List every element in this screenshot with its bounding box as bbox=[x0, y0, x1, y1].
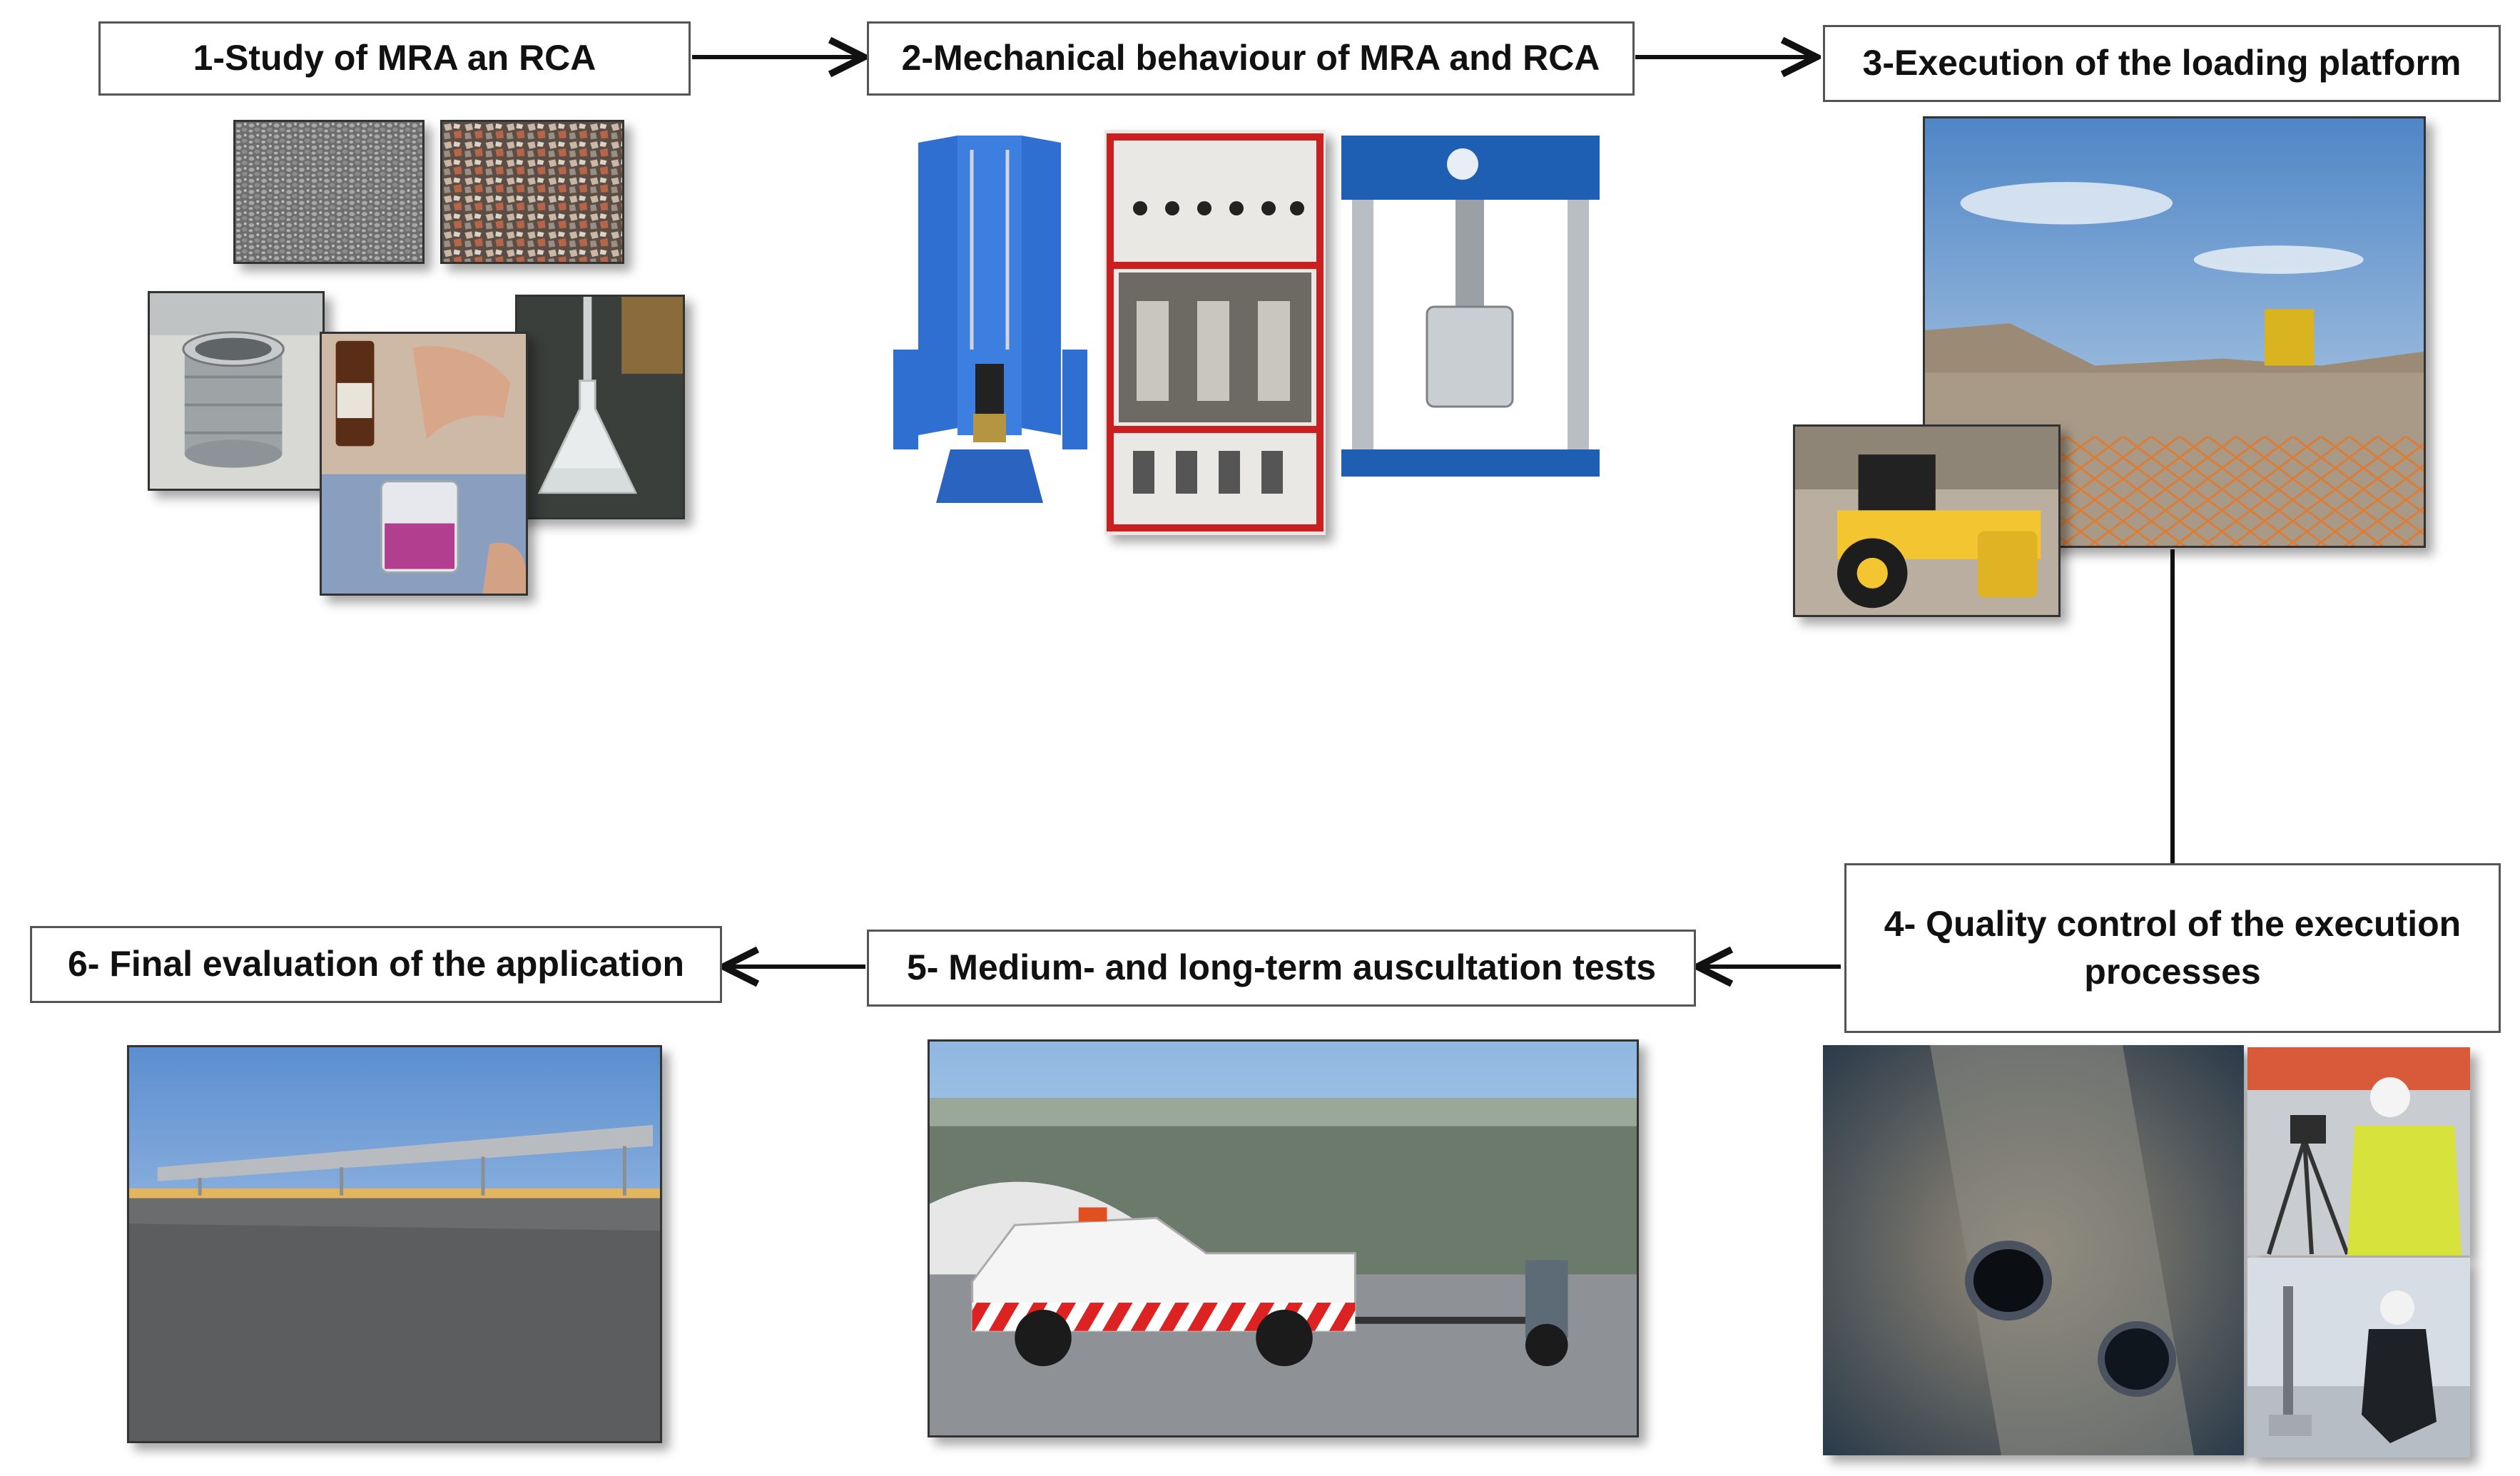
step-3-box: 3-Execution of the loading platform bbox=[1823, 25, 2501, 102]
triaxial-cell-photo bbox=[893, 136, 1087, 503]
step-6-box: 6- Final evaluation of the application bbox=[30, 926, 722, 1003]
loading-press-photo bbox=[1341, 136, 1600, 477]
finished-platform-photo bbox=[127, 1045, 662, 1443]
step-4-box: 4- Quality control of the execution proc… bbox=[1844, 863, 2501, 1033]
step-2-box: 2-Mechanical behaviour of MRA and RCA bbox=[867, 21, 1635, 96]
multi-cell-rig-photo bbox=[1104, 130, 1326, 535]
sieve-stack-photo bbox=[148, 291, 325, 491]
recycled-aggregate-photo bbox=[440, 120, 624, 264]
compactor-roller-photo bbox=[1793, 424, 2061, 617]
step-5-box: 5- Medium- and long-term auscultation te… bbox=[867, 930, 1696, 1007]
step-1-box: 1-Study of MRA an RCA bbox=[98, 21, 691, 96]
surveyor-photo bbox=[2247, 1047, 2470, 1256]
core-sample-photo bbox=[1823, 1045, 2244, 1455]
flask-test-photo bbox=[515, 295, 685, 519]
auscultation-vehicle-photo bbox=[928, 1039, 1639, 1437]
chemical-test-photo bbox=[320, 332, 528, 596]
natural-aggregate-photo bbox=[233, 120, 425, 264]
drilling-worker-photo bbox=[2247, 1258, 2470, 1457]
